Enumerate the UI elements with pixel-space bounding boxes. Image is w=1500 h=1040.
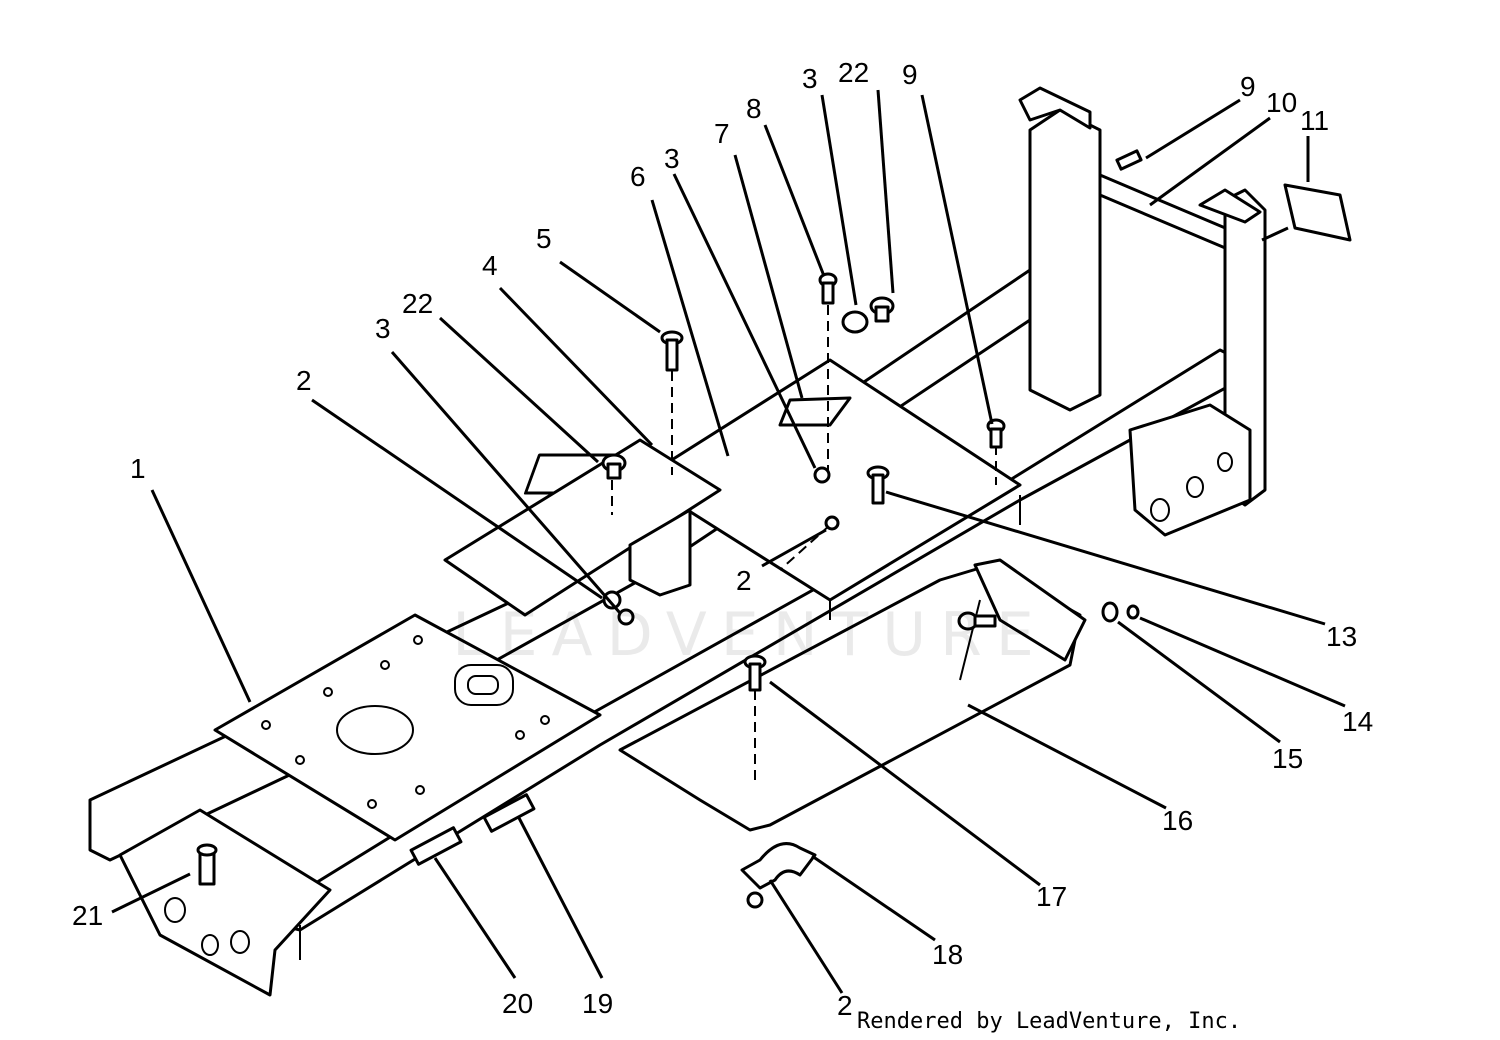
callout-6: 6 [630, 161, 646, 192]
watermark-text: LEADVENTURE [452, 600, 1048, 670]
callout-9: 9 [1240, 71, 1256, 102]
callout-10: 10 [1266, 87, 1297, 118]
callout-15: 15 [1272, 743, 1303, 774]
callout-21: 21 [72, 900, 103, 931]
bumper-22 [601, 296, 895, 480]
callout-20: 20 [502, 988, 533, 1019]
callout-3: 3 [802, 63, 818, 94]
callout-2: 2 [837, 990, 853, 1021]
bolt-16 [957, 611, 997, 631]
bolt-5 [660, 330, 684, 372]
screw-9-rear [1115, 149, 1143, 171]
decal-11 [1283, 183, 1352, 242]
credit-text: Rendered by LeadVenture, Inc. [857, 1009, 1241, 1034]
callout-19: 19 [582, 988, 613, 1019]
callout-2: 2 [736, 565, 752, 596]
callout-4: 4 [482, 250, 498, 281]
callout-8: 8 [746, 93, 762, 124]
callout-11: 11 [1300, 105, 1329, 136]
callout-18: 18 [932, 939, 963, 970]
main-frame-drawing [88, 86, 1352, 997]
callout-13: 13 [1326, 621, 1357, 652]
callout-5: 5 [536, 223, 552, 254]
callout-14: 14 [1342, 706, 1373, 737]
callout-2: 2 [296, 365, 312, 396]
bolt-8 [818, 272, 838, 305]
leader-lines [111, 89, 1346, 994]
callout-3: 3 [664, 143, 680, 174]
callout-1: 1 [130, 453, 146, 484]
bolt-17 [743, 654, 767, 692]
pin-21 [196, 843, 218, 886]
washers-14-15 [1101, 601, 1140, 623]
nuts [602, 466, 840, 909]
callouts: 1 2 2 2 3 3 3 4 5 6 7 8 9 9 10 11 13 14 … [72, 57, 1373, 1021]
callout-22: 22 [838, 57, 869, 88]
callout-7: 7 [714, 118, 730, 149]
callout-16: 16 [1162, 805, 1193, 836]
callout-22: 22 [402, 288, 433, 319]
clamp-18 [740, 842, 817, 890]
bolt-13 [866, 465, 890, 505]
callout-17: 17 [1036, 881, 1067, 912]
callout-9: 9 [902, 59, 918, 90]
bolt-9 [986, 418, 1006, 449]
bumper-3 [841, 310, 869, 334]
callout-3: 3 [375, 313, 391, 344]
